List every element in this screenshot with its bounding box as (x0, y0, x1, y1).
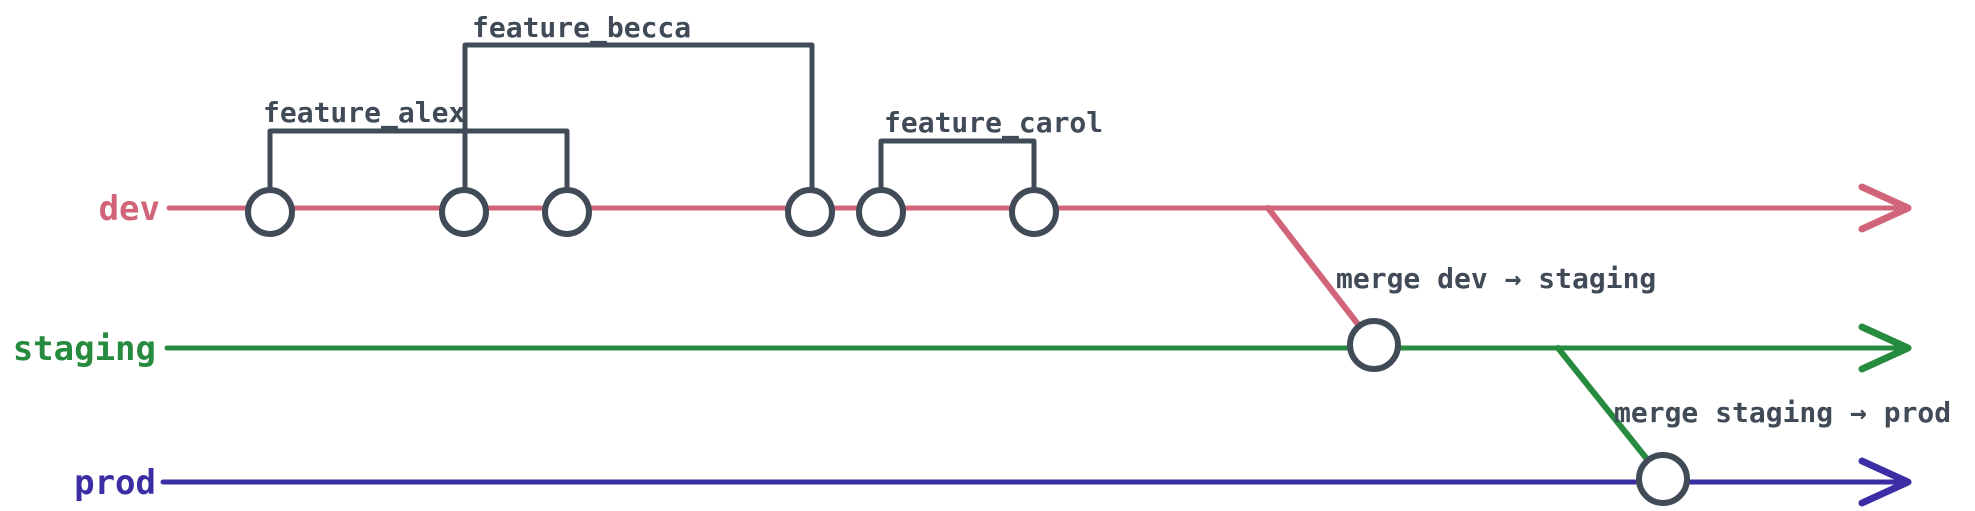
branch-label-prod: prod (74, 463, 156, 503)
branch-arrowhead-prod (1858, 457, 1912, 507)
commit-node (439, 187, 489, 237)
branch-label-staging: staging (13, 329, 156, 369)
branch-arrowhead-dev (1858, 183, 1912, 233)
merge-commit-node-prod (1636, 452, 1690, 506)
branch-label-dev: dev (99, 189, 160, 229)
merge-line-dev-to-staging (1265, 205, 1377, 348)
commit-node (245, 187, 295, 237)
feature-label-feature_carol: feature_carol (884, 106, 1103, 139)
commit-node (785, 187, 835, 237)
merge-label-dev-to-staging: merge dev → staging (1336, 262, 1656, 295)
merge-line-staging-to-prod (1555, 345, 1666, 482)
commit-node (1009, 187, 1059, 237)
feature-bracket-feature_alex (267, 128, 570, 193)
merge-commit-node-staging (1347, 318, 1401, 372)
feature-bracket-feature_becca (462, 42, 815, 193)
feature-label-feature_alex: feature_alex (263, 96, 465, 129)
commit-node (542, 187, 592, 237)
feature-bracket-feature_carol (878, 138, 1037, 193)
feature-label-feature_becca: feature_becca (472, 11, 691, 44)
merge-label-staging-to-prod: merge staging → prod (1614, 396, 1951, 429)
commit-node (856, 187, 906, 237)
branch-arrowhead-staging (1858, 323, 1912, 373)
